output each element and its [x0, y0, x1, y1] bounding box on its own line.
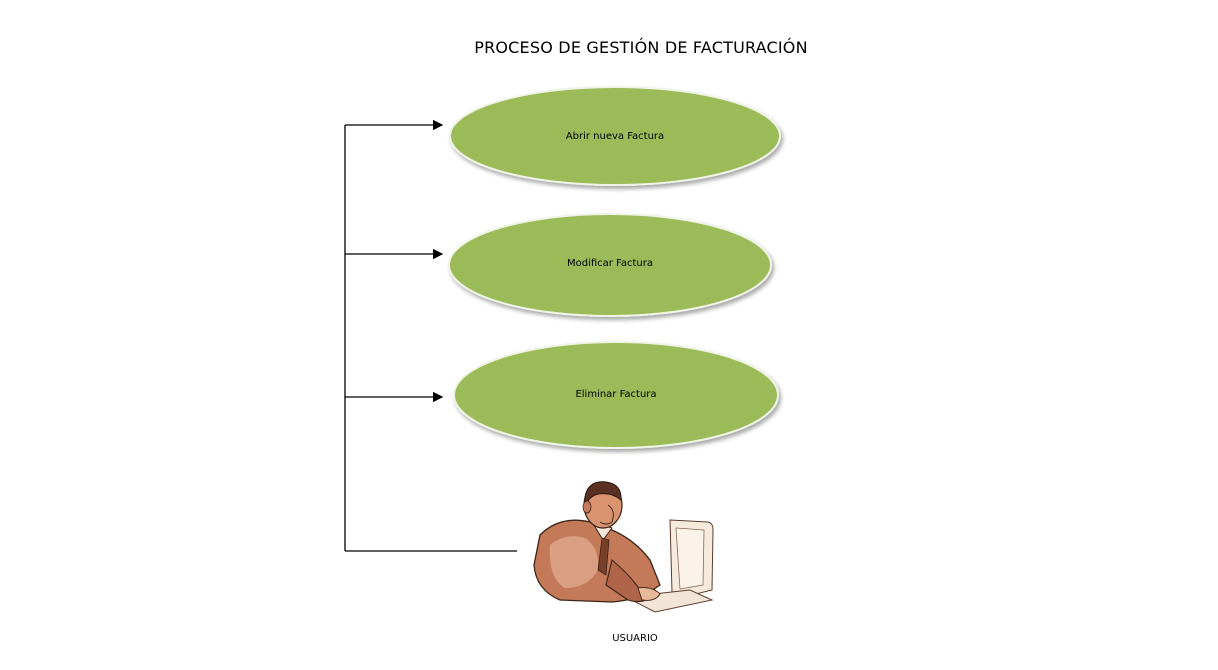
ear-shape [582, 500, 592, 514]
use-case-ellipse [449, 86, 781, 186]
tie-shape [597, 537, 610, 576]
use-case-ellipse [448, 213, 772, 317]
use-case-label: Eliminar Factura [575, 389, 656, 400]
use-case-ellipse [453, 341, 779, 449]
actor-label: USUARIO [612, 633, 658, 644]
use-case-modificar-factura: Modificar Factura [448, 213, 772, 317]
hair-shape [584, 481, 622, 507]
use-case-label: Abrir nueva Factura [566, 131, 664, 142]
monitor-screen-edge [675, 527, 705, 590]
hand-shape [637, 587, 661, 601]
face-shading [599, 504, 614, 525]
use-case-eliminar-factura: Eliminar Factura [453, 341, 779, 449]
person-at-computer-icon [533, 481, 714, 613]
use-case-abrir-nueva-factura: Abrir nueva Factura [449, 86, 781, 186]
torso-highlight [549, 536, 599, 588]
connector-lines [344, 119, 517, 552]
diagram-title: PROCESO DE GESTIÓN DE FACTURACIÓN [474, 38, 808, 57]
use-case-label: Modificar Factura [567, 258, 653, 269]
